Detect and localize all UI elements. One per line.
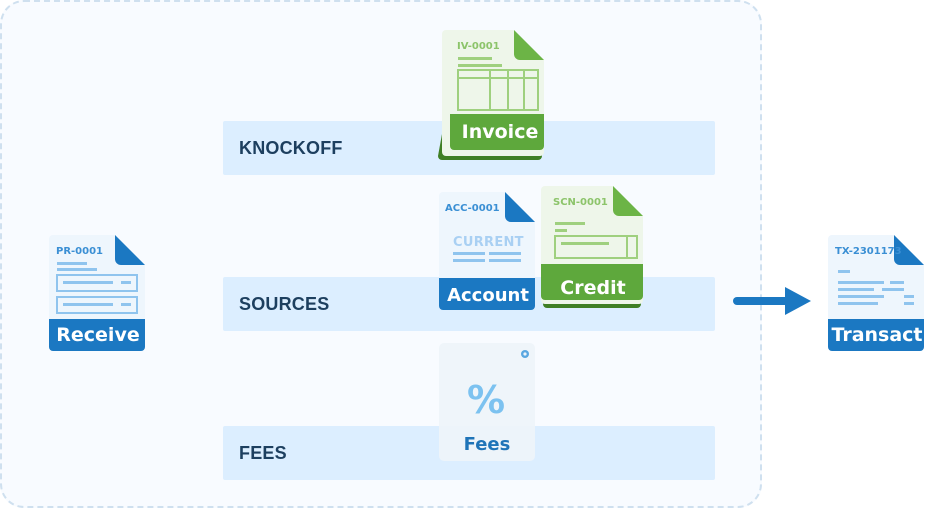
- account-document-icon: [439, 192, 535, 310]
- invoice-code: IV-0001: [457, 41, 500, 52]
- invoice-document-icon: [438, 30, 544, 160]
- credit-label: Credit: [560, 277, 626, 299]
- account-subtitle: CURRENT: [453, 235, 524, 250]
- account-document[interactable]: ACC-0001 CURRENT Account: [439, 192, 537, 312]
- receive-code: PR-0001: [56, 246, 104, 257]
- account-label: Account: [447, 285, 529, 306]
- transact-label: Transact: [831, 324, 923, 346]
- fees-percent-symbol: %: [467, 378, 506, 422]
- invoice-label: Invoice: [461, 121, 539, 143]
- lane-knockoff-label: KNOCKOFF: [239, 138, 343, 158]
- fees-document-icon: [439, 343, 535, 461]
- credit-code: SCN-0001: [553, 197, 608, 208]
- credit-document-icon: [541, 186, 643, 308]
- invoice-document[interactable]: IV-0001 Invoice: [438, 30, 550, 164]
- receive-label: Receive: [56, 324, 140, 346]
- lane-sources-label: SOURCES: [239, 294, 330, 314]
- transact-document-icon: [828, 235, 924, 351]
- receive-document[interactable]: PR-0001 Receive: [49, 235, 147, 355]
- fees-document[interactable]: % Fees: [439, 343, 535, 463]
- gear-icon: [521, 350, 529, 358]
- account-code: ACC-0001: [445, 203, 500, 214]
- lane-fees-label: FEES: [239, 443, 287, 463]
- arrow-right-icon: [733, 287, 811, 315]
- credit-document[interactable]: SCN-0001 Credit: [541, 186, 645, 312]
- receive-document-icon: [49, 235, 145, 351]
- fees-label: Fees: [463, 434, 511, 455]
- transact-document[interactable]: TX-2301173 Transact: [828, 235, 926, 355]
- transact-code: TX-2301173: [835, 246, 902, 257]
